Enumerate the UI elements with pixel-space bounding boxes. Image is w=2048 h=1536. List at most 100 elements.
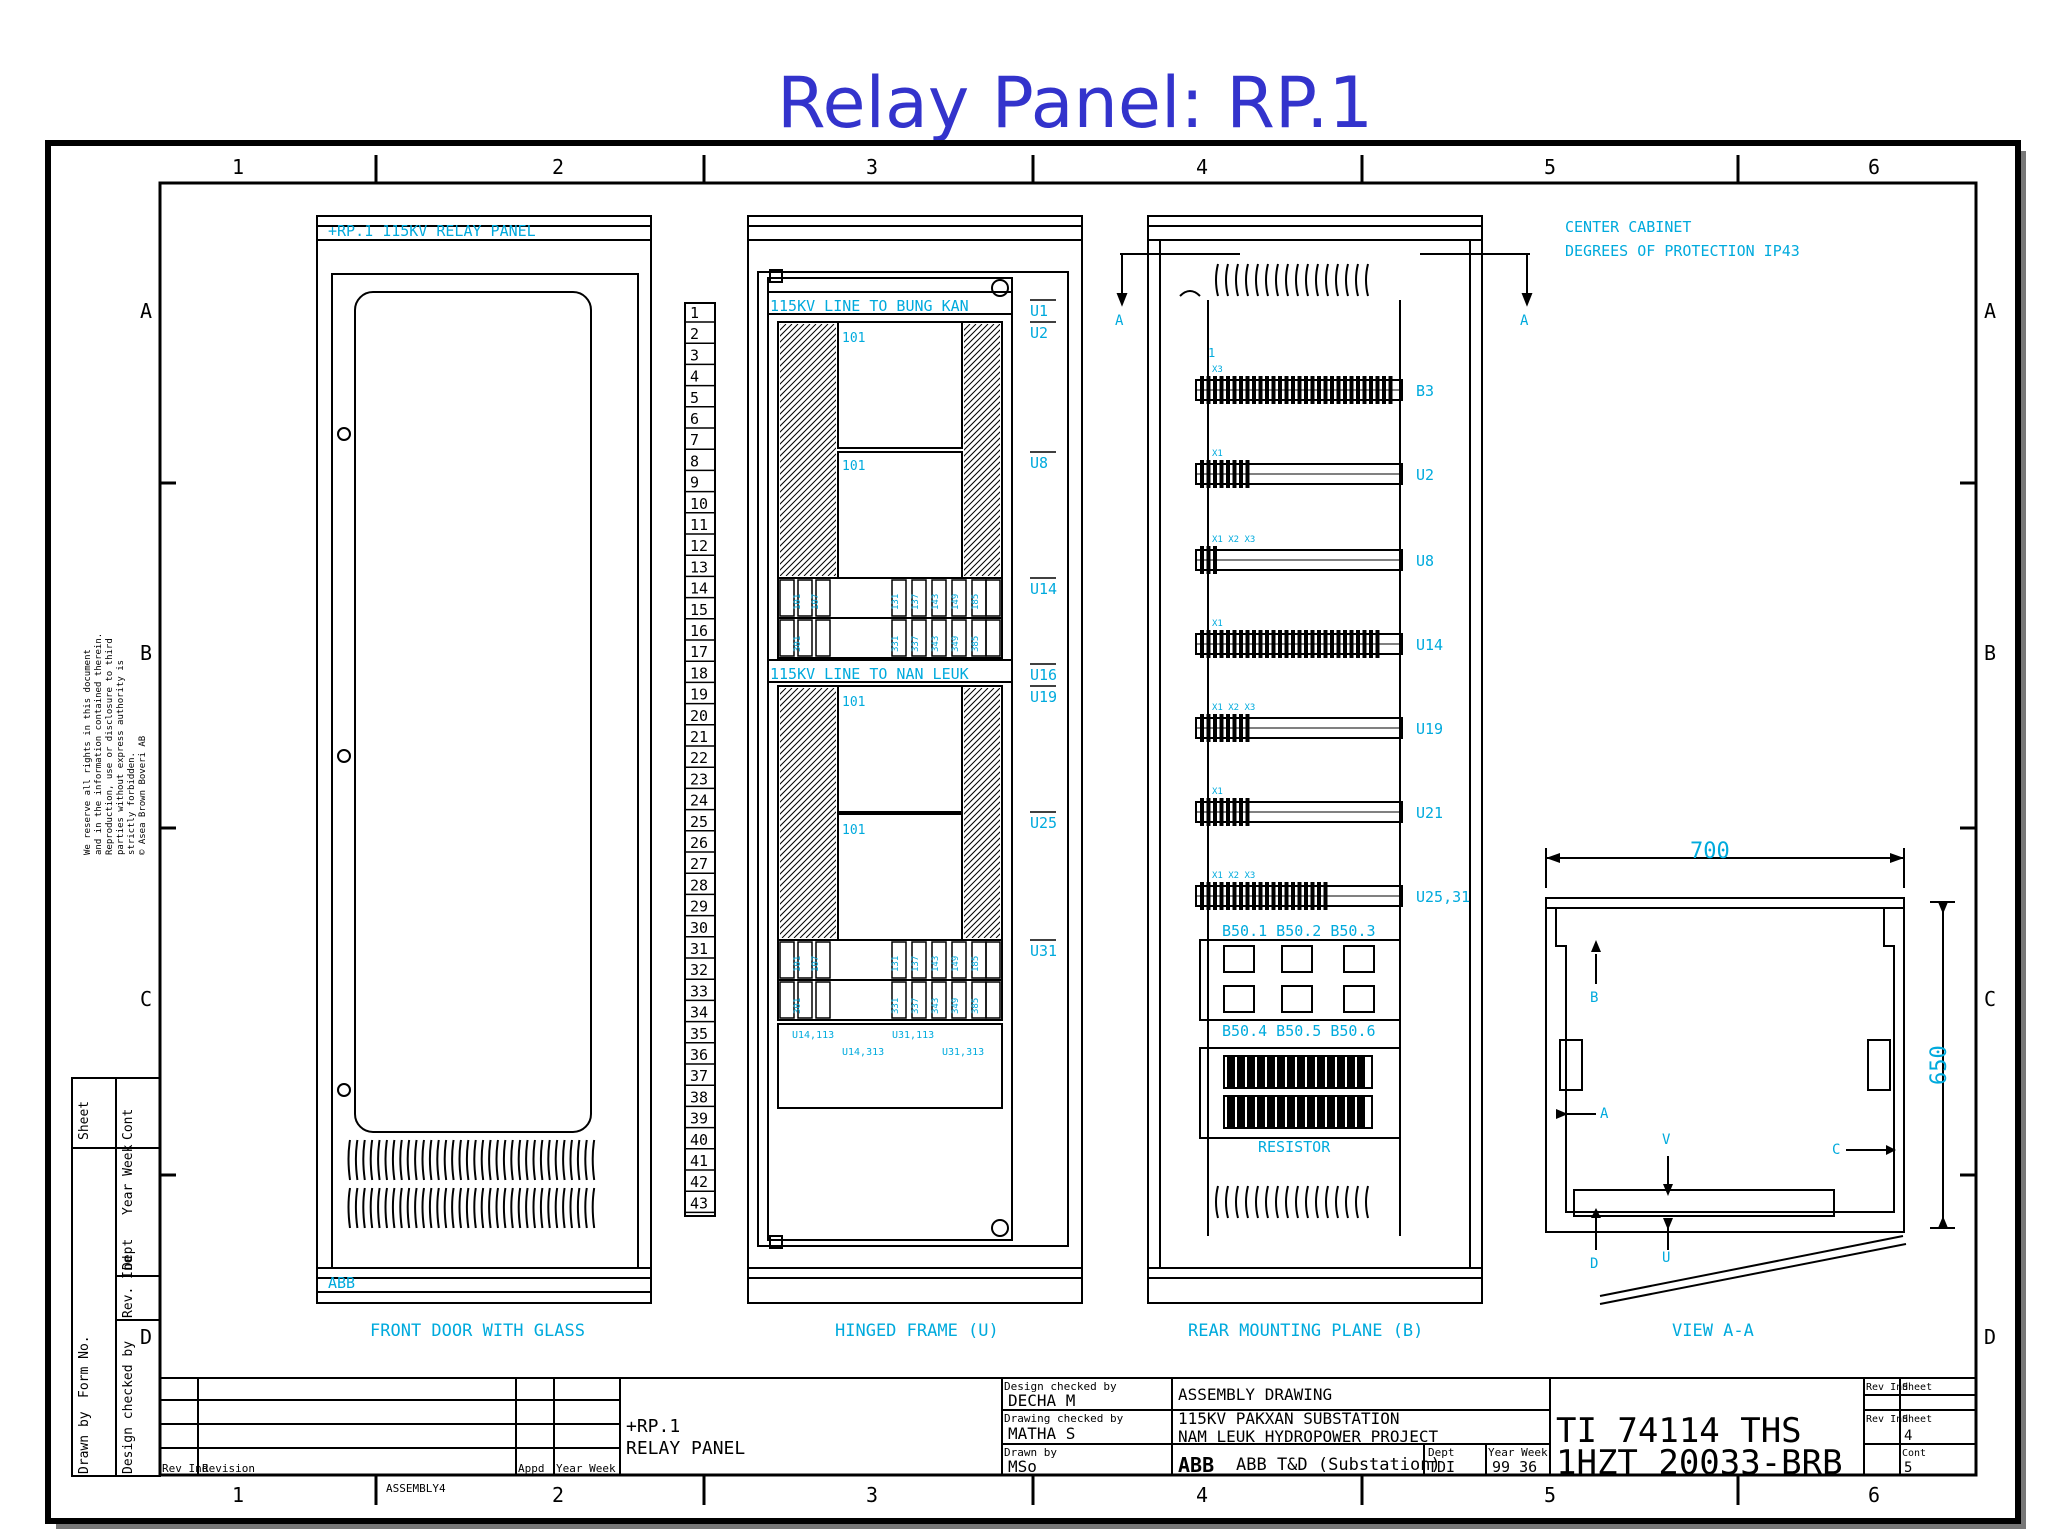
u-label: U2 [1030, 324, 1048, 342]
row-number: 17 [690, 643, 708, 661]
u-label: U25 [1030, 814, 1057, 832]
vent-slot [465, 1139, 470, 1181]
rail-tag: X3 [1212, 365, 1223, 375]
vent-slot [458, 1139, 462, 1181]
terminal-block [1232, 798, 1237, 826]
module-tag: 337 [911, 998, 921, 1014]
module-slot [779, 981, 795, 1019]
vent-slot [428, 1187, 433, 1229]
terminal-block [1239, 630, 1243, 658]
terminal-block [1349, 630, 1354, 658]
vent-slot [369, 1187, 374, 1229]
resistor-fin [1337, 1057, 1345, 1087]
terminal-block [1239, 882, 1243, 910]
vent-slot [539, 1187, 544, 1229]
rear-vent-slot [1225, 263, 1229, 297]
resistor-fin [1267, 1057, 1275, 1087]
hatch-line [780, 513, 836, 571]
rear-vent-slot [1325, 263, 1329, 297]
terminal-block [1226, 376, 1230, 404]
module-tag: 343 [931, 636, 941, 652]
rear-vent-slot [1305, 263, 1309, 297]
resistor-fin [1267, 1097, 1275, 1127]
terminal-block [1245, 714, 1250, 742]
doc-number-2: 1HZT 20033-BRB [1556, 1443, 1843, 1483]
hatch-line [780, 871, 836, 929]
svg-text:U14,113: U14,113 [792, 1030, 834, 1041]
vent-slot [354, 1139, 359, 1181]
hatch-line [780, 333, 836, 391]
module-slot [985, 941, 1001, 979]
hatch-line [780, 327, 836, 385]
module-slot [911, 941, 927, 979]
terminal-block [1284, 882, 1289, 910]
rear-vent-slot [1335, 1185, 1339, 1219]
vent-slot [421, 1187, 425, 1229]
resistor-fin [1317, 1057, 1325, 1087]
vent-slot [547, 1187, 551, 1229]
vent-slot [458, 1187, 462, 1229]
terminal-block [1343, 630, 1347, 658]
hatch-line [780, 847, 836, 905]
hatch-line [964, 521, 1000, 559]
row-number: 29 [690, 898, 708, 916]
terminal-block [1200, 460, 1204, 488]
module-slot [951, 981, 967, 1019]
zone-row-label: D [140, 1325, 152, 1349]
resistor-fin [1307, 1057, 1315, 1087]
hatch-line [964, 437, 1000, 475]
vent-slot [502, 1187, 507, 1229]
zone-col-label: 3 [866, 1483, 878, 1507]
line2-label: 115KV LINE TO NAN LEUK [770, 665, 969, 683]
hatch-line [964, 335, 1000, 373]
module-slot [911, 579, 927, 617]
terminal-block [1317, 376, 1321, 404]
row-numbers: 1234567891011121314151617181920212223242… [685, 304, 715, 1214]
module-slot [815, 619, 831, 657]
terminal-block [1252, 376, 1256, 404]
module-slot [931, 619, 947, 657]
section-mark-right: A [1520, 313, 1529, 329]
hatch-line [780, 411, 836, 469]
vent-slot [384, 1139, 388, 1181]
rear-vent-slot [1355, 1185, 1359, 1219]
hatch-line [780, 781, 836, 839]
rear-vent-slot [1255, 1185, 1259, 1219]
hatch-line [780, 688, 835, 743]
svg-text:strictly forbidden.: strictly forbidden. [127, 752, 137, 855]
module-tag: 301 [793, 998, 803, 1014]
hatch-line [964, 527, 1000, 565]
svg-text:Reproduction, use or disclosur: Reproduction, use or disclosure to third [105, 638, 115, 855]
terminal-block [1258, 376, 1263, 404]
line1-label: 115KV LINE TO BUNG KAN [770, 297, 969, 315]
vent-slot [347, 1187, 351, 1229]
vent-slot [473, 1187, 477, 1229]
resistor-fin [1287, 1057, 1295, 1087]
vent-slot [465, 1187, 470, 1229]
module-slot [951, 941, 967, 979]
resistor-label: RESISTOR [1258, 1138, 1331, 1156]
module-slot [797, 981, 813, 1019]
terminal-block [1245, 460, 1250, 488]
hatch-line [780, 853, 836, 911]
svg-text:parties without express author: parties without express authority is [116, 660, 126, 855]
svg-text:C: C [1832, 1142, 1840, 1158]
module-tag: 143 [931, 956, 941, 972]
resistor-fin [1227, 1097, 1235, 1127]
terminal-block [1336, 376, 1341, 404]
vent-slot [569, 1139, 573, 1181]
row-number: 21 [690, 728, 708, 746]
tb-sheet-label-2: Sheet [1902, 1414, 1932, 1425]
terminal-block [1232, 376, 1237, 404]
hatch-line [780, 339, 836, 397]
row-number: 32 [690, 961, 708, 979]
module-slot [931, 941, 947, 979]
u-label: U31 [1030, 942, 1057, 960]
terminal-block [1219, 798, 1224, 826]
hatch-line [964, 891, 1000, 929]
module-tag: 349 [951, 636, 961, 652]
rear-vent-slot [1355, 263, 1359, 297]
vent-slot [488, 1187, 492, 1229]
dimension-height: 650 [1927, 1045, 1952, 1085]
